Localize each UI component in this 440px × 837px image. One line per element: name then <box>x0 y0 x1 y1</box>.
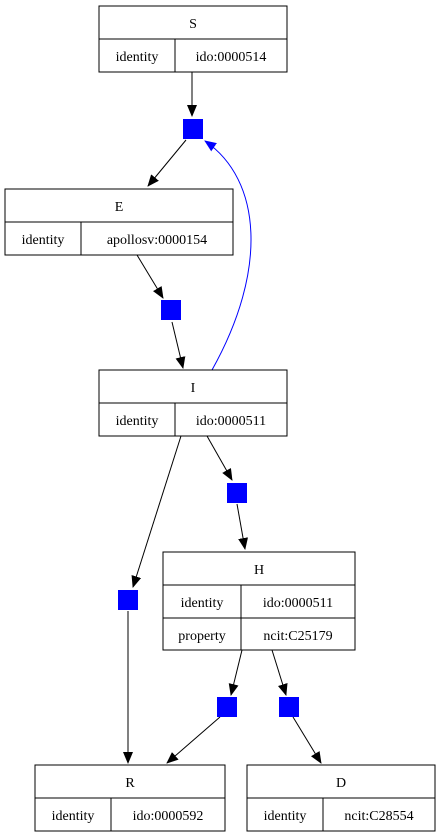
edge-h-to-t5 <box>228 649 243 696</box>
node-r[interactable]: R identity ido:0000592 <box>34 764 226 832</box>
node-h-title: H <box>254 563 264 578</box>
edge-i-to-t3 <box>206 435 233 481</box>
node-i-title: I <box>191 381 196 396</box>
node-r-row-0-key: identity <box>52 809 95 824</box>
node-h-row-1-key: property <box>178 629 225 644</box>
node-s-row-0-value: ido:0000514 <box>196 50 267 65</box>
node-h-row-0-value: ido:0000511 <box>263 596 333 611</box>
edge-t2-to-i <box>171 321 186 369</box>
node-h[interactable]: H identity ido:0000511 property ncit:C25… <box>162 551 356 651</box>
edge-h-to-t6 <box>271 649 288 696</box>
node-s-row-0-key: identity <box>116 50 159 65</box>
node-h-row-1-value: ncit:C25179 <box>263 629 332 644</box>
node-d-row-0-value: ncit:C28554 <box>344 809 413 824</box>
transition-node-t2[interactable] <box>161 300 181 320</box>
node-s[interactable]: S identity ido:0000514 <box>98 5 288 73</box>
edge-t1-to-e <box>147 139 187 187</box>
control-edge-i-to-t1 <box>204 140 252 371</box>
node-i-row-0-value: ido:0000511 <box>196 414 266 429</box>
node-i-row-0-key: identity <box>116 414 159 429</box>
edge-t6-to-d <box>292 716 322 764</box>
edges <box>123 72 322 764</box>
edge-i-to-t4 <box>131 435 182 588</box>
node-d-title: D <box>336 776 346 791</box>
node-i[interactable]: I identity ido:0000511 <box>98 369 288 437</box>
node-e-row-0-key: identity <box>22 233 65 248</box>
edge-t5-to-r <box>166 716 221 764</box>
node-h-row-0-key: identity <box>181 596 224 611</box>
transition-node-t1[interactable] <box>183 119 203 139</box>
transition-node-t3[interactable] <box>227 483 247 503</box>
edge-t3-to-h <box>236 503 248 550</box>
transition-node-t5[interactable] <box>217 697 237 717</box>
transition-nodes <box>118 119 299 717</box>
node-d-row-0-key: identity <box>264 809 307 824</box>
transition-node-t6[interactable] <box>279 697 299 717</box>
node-e-row-0-value: apollosv:0000154 <box>107 233 207 248</box>
node-s-title: S <box>189 17 197 32</box>
node-d[interactable]: D identity ncit:C28554 <box>246 764 436 832</box>
node-e-title: E <box>115 200 124 215</box>
node-h-box <box>162 551 356 651</box>
node-e[interactable]: E identity apollosv:0000154 <box>4 188 234 256</box>
transition-node-t4[interactable] <box>118 590 138 610</box>
edge-e-to-t2 <box>136 254 164 299</box>
node-r-row-0-value: ido:0000592 <box>133 809 204 824</box>
node-r-title: R <box>125 776 135 791</box>
